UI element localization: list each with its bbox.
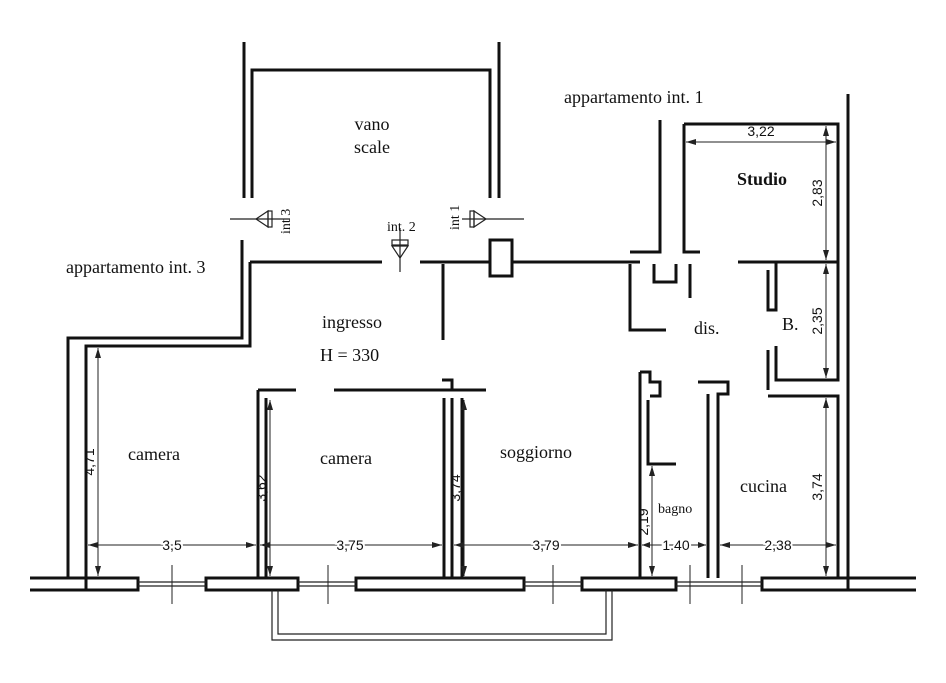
dim-camera-mid-width: 3,75 [336, 537, 363, 553]
label-dis: dis. [694, 318, 720, 338]
label-appartamento-int3: appartamento int. 3 [66, 257, 205, 277]
label-b: B. [782, 314, 799, 334]
dim-studio-width: 3,22 [747, 123, 774, 139]
dim-camera-left-width: 3,5 [162, 537, 182, 553]
dim-cucina-width: 2,38 [764, 537, 791, 553]
label-scale: scale [354, 137, 390, 157]
stairwell [242, 42, 501, 198]
label-vano: vano [355, 114, 390, 134]
label-camera-left: camera [128, 444, 180, 464]
dim-studio-height: 2,83 [809, 179, 825, 206]
label-studio: Studio [737, 169, 787, 189]
door-marker-int3 [230, 209, 290, 229]
label-int3: int 3 [279, 209, 294, 234]
label-camera-mid: camera [320, 448, 372, 468]
dim-bagno-height: 2,19 [635, 508, 651, 535]
dim-cucina-height: 3,74 [809, 473, 825, 500]
apartment-walls [30, 94, 916, 641]
label-cucina: cucina [740, 476, 787, 496]
dim-b-height: 2,35 [809, 307, 825, 334]
door-marker-int1 [462, 209, 524, 229]
label-soggiorno: soggiorno [500, 442, 572, 462]
label-height: H = 330 [320, 345, 379, 365]
door-marker-int2 [390, 228, 410, 272]
label-int2: int. 2 [387, 220, 416, 235]
label-appartamento-int1: appartamento int. 1 [564, 87, 703, 107]
dim-soggiorno-height: 3,74 [447, 474, 463, 501]
label-bagno: bagno [658, 502, 692, 517]
dim-camera-mid-height: 3,62 [253, 474, 269, 501]
dim-bagno-width: 1.40 [662, 537, 689, 553]
label-ingresso: ingresso [322, 312, 382, 332]
dim-camera-left-height: 4,71 [81, 448, 97, 475]
label-int1: int 1 [448, 205, 463, 230]
dim-soggiorno-width: 3,79 [532, 537, 559, 553]
dimension-lines [88, 126, 836, 604]
